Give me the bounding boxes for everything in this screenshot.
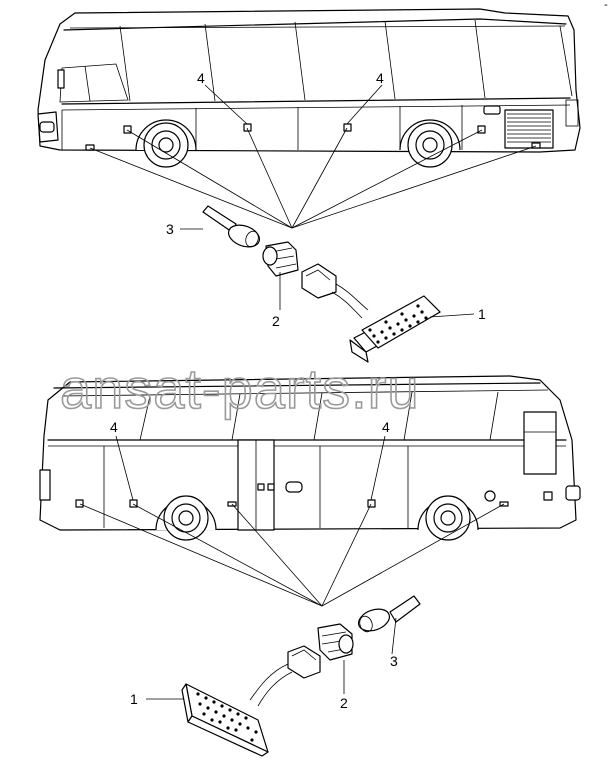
callout-4-bottom-right: 4 xyxy=(382,419,390,435)
watermark-text: ansat-parts.ru xyxy=(60,357,420,420)
leader-lines-top xyxy=(89,84,537,229)
coach-top xyxy=(37,8,581,168)
lamp-lens-part-1-bottom xyxy=(181,683,269,757)
marker-lights-top xyxy=(85,123,541,151)
callout-4-top-left: 4 xyxy=(197,70,205,86)
corner-mark: - xyxy=(604,0,608,11)
bulb-part-3-bottom xyxy=(357,595,421,633)
callout-1-top: 1 xyxy=(478,306,486,322)
connector-top xyxy=(301,263,369,319)
leader-lines-bottom xyxy=(79,435,505,607)
callout-2-top: 2 xyxy=(272,313,280,329)
callout-4-top-right: 4 xyxy=(376,70,384,86)
connector-bottom xyxy=(249,645,321,707)
callout-labels: 4 4 3 2 1 4 4 3 2 1 xyxy=(110,70,486,711)
callout-1-bottom: 1 xyxy=(130,691,138,707)
callout-2-bottom: 2 xyxy=(340,695,348,711)
exploded-parts-bottom xyxy=(146,595,421,757)
lamp-lens-part-1-top xyxy=(349,295,441,363)
callout-3-top: 3 xyxy=(166,221,174,237)
callout-4-bottom-left: 4 xyxy=(110,419,118,435)
exploded-parts-top xyxy=(180,205,475,363)
callout-3-bottom: 3 xyxy=(390,653,398,669)
bulb-part-3-top xyxy=(202,205,261,248)
socket-part-2-top xyxy=(262,241,299,277)
socket-part-2-bottom xyxy=(317,623,354,661)
